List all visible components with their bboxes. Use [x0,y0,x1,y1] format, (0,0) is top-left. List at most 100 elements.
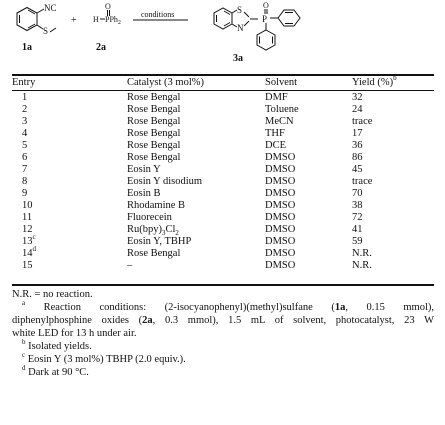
cell-catalyst: Rose Bengal [127,140,181,151]
cell-yield: 45 [352,164,363,175]
cell-yield: 36 [352,140,363,151]
footnote-a-bold-1a: 1a [334,302,346,313]
reactant-2-pph2: PPh [105,15,118,24]
cell-entry: 2 [12,104,127,116]
header-solvent: Solvent [265,77,298,88]
table-row: 9 Eosin B DMSO 70 [12,188,434,200]
footnote-d: d Dark at 90 °C. [12,364,434,379]
product-phenyl-right [277,9,301,27]
cell-catalyst: Ru(bpy)3Cl2 [127,224,265,238]
cell-solvent: DMSO [265,248,296,259]
cell-yield: 59 [352,236,363,247]
cell-catalyst: Rose Bengal [127,128,181,139]
cell-yield: trace [352,116,373,127]
cell-entry: 10 [12,200,127,212]
cell-entry: 13c [12,232,127,248]
cell-catalyst: Eosin Y disodium [127,176,203,187]
cell-yield: 24 [352,104,363,115]
cell-solvent: DMSO [265,224,296,235]
cell-solvent: DMSO [265,188,296,199]
reactant-2-sub: 2 [118,20,121,26]
cell-solvent: DMSO [265,200,296,211]
cell-yield: 70 [352,188,363,199]
entry-number: 5 [22,140,28,151]
cell-catalyst: Fluorecein [127,212,172,223]
cell-yield: N.R. [352,248,372,259]
cell-catalyst: Rose Bengal [127,116,181,127]
arrow-label: conditions [141,10,174,19]
cell-yield: 32 [352,92,363,103]
optimization-table: Entry Catalyst (3 mol%) Solvent Yield (%… [12,73,434,272]
footnote-a-bold-2a: 2a [142,315,153,326]
entry-number: 3 [22,116,28,127]
cell-entry: 3 [12,116,127,128]
entry-footnote-mark: c [32,232,36,241]
cell-solvent: DMSO [265,152,296,163]
cell-solvent: DMSO [265,260,296,271]
cell-entry: 11 [12,212,127,224]
reactant-2-label: 2a [96,42,106,53]
cell-catalyst: Eosin B [127,188,161,199]
cell-catalyst: Rhodamine B [127,200,186,211]
table-bottom-rule [12,284,434,286]
catalyst-cl-sub: 2 [175,229,179,238]
svg-text:PPh2: PPh2 [105,15,121,26]
cell-entry: 6 [12,152,127,164]
cell-yield: 86 [352,152,363,163]
entry-footnote-mark: d [32,244,37,253]
footnote-a-text-2: , 0.15 mmol), [345,302,435,313]
reactant-2-o: O [105,2,111,11]
catalyst-cl-part: Cl [165,224,176,235]
cell-entry: 8 [12,176,127,188]
cell-yield: N.R. [352,260,372,271]
cell-solvent: DMF [265,92,288,103]
header-yield-footnote: b [393,73,397,82]
cell-yield: 17 [352,128,363,139]
entry-number: 4 [22,128,28,139]
plus-sign: + [71,15,77,26]
cell-catalyst: Rose Bengal [127,152,181,163]
catalyst-ru-part: Ru(bpy) [127,224,162,235]
cell-yield: 41 [352,224,363,235]
reactant-1-label: 1a [22,42,32,53]
catalyst-ru-sub: 3 [162,229,166,238]
header-yield-text: Yield (%) [352,77,394,88]
product-o: O [263,1,269,10]
cell-catalyst: Rose Bengal [127,248,181,259]
cell-solvent: DMSO [265,164,296,175]
footnote-a-mark: a [22,298,26,307]
entry-number: 7 [22,164,28,175]
footnote-c: c Eosin Y (3 mol%) TBHP (2.0 equiv.). [12,350,434,366]
footnote-c-mark: c [22,350,26,359]
cell-solvent: THF [265,128,285,139]
cell-entry: 14d [12,244,127,260]
entry-number: 15 [22,260,33,271]
cell-entry: 12 [12,224,127,236]
cell-entry: 5 [12,140,127,152]
reactant-2-h: H [93,15,99,24]
cell-entry: 1 [12,90,127,104]
footnote-a-line3: white LED for 13 h under air. [12,328,137,339]
entry-number: 9 [22,188,28,199]
footnote-a-line2: diphenylphosphine oxides (2a, 0.3 mmol),… [12,314,434,327]
cell-yield: 38 [352,200,363,211]
reaction-scheme: NC S 1a + O H PPh2 2a conditions S N P O… [16,1,301,64]
table-row: 5 Rose Bengal DCE 36 [12,140,434,152]
cell-solvent: DCE [265,140,286,151]
entry-number: 13 [22,236,33,247]
cell-entry: 15 [12,260,127,272]
entry-number: 1 [22,92,28,103]
table-top-rule [12,74,434,76]
header-catalyst: Catalyst (3 mol%) [127,77,204,88]
footnote-a-text-1: Reaction conditions: (2-isocyanophenyl)(… [43,302,335,313]
cell-solvent: Toluene [265,104,299,115]
